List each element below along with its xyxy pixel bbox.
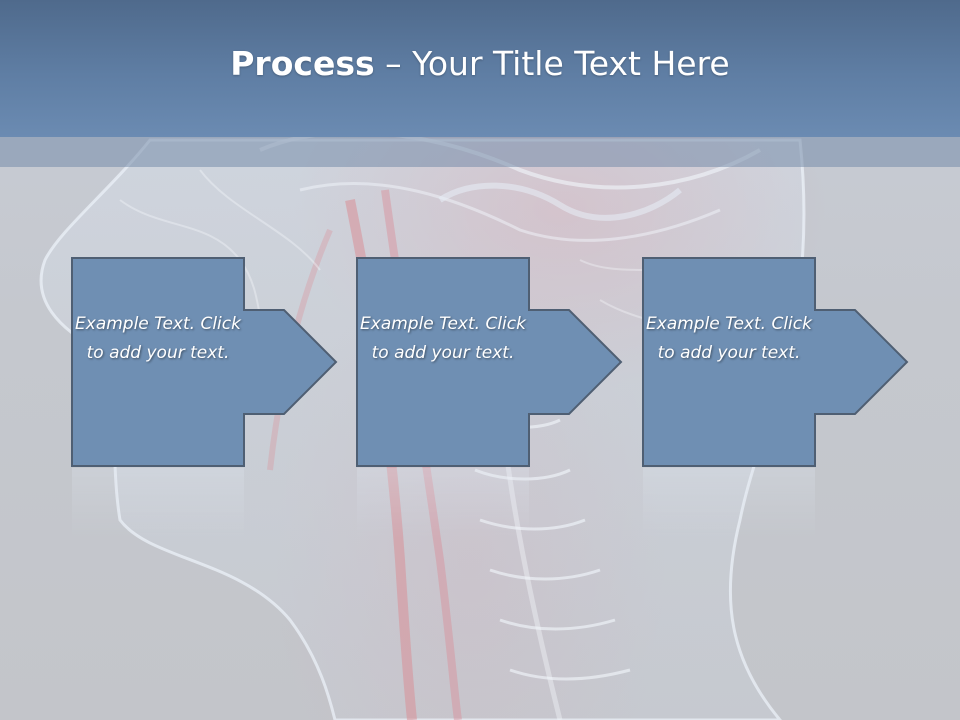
title-bar: Process – Your Title Text Here (0, 0, 960, 137)
step-1-label: Example Text. Click to add your text. (75, 314, 241, 363)
step-2-reflection (357, 468, 529, 538)
step-3-arrow-shape[interactable] (637, 252, 913, 472)
step-2-arrow-shape[interactable] (351, 252, 627, 472)
step-1-reflection (72, 468, 244, 538)
title-underband (0, 137, 960, 167)
title-rest-text: – Your Title Text Here (374, 44, 730, 83)
step-3-reflection (643, 468, 815, 538)
slide-title[interactable]: Process – Your Title Text Here (230, 44, 729, 83)
title-bold-text: Process (230, 44, 375, 83)
step-1-arrow-shape[interactable] (66, 252, 342, 472)
step-2-label: Example Text. Click to add your text. (360, 314, 526, 363)
step-3-label: Example Text. Click to add your text. (646, 314, 812, 363)
